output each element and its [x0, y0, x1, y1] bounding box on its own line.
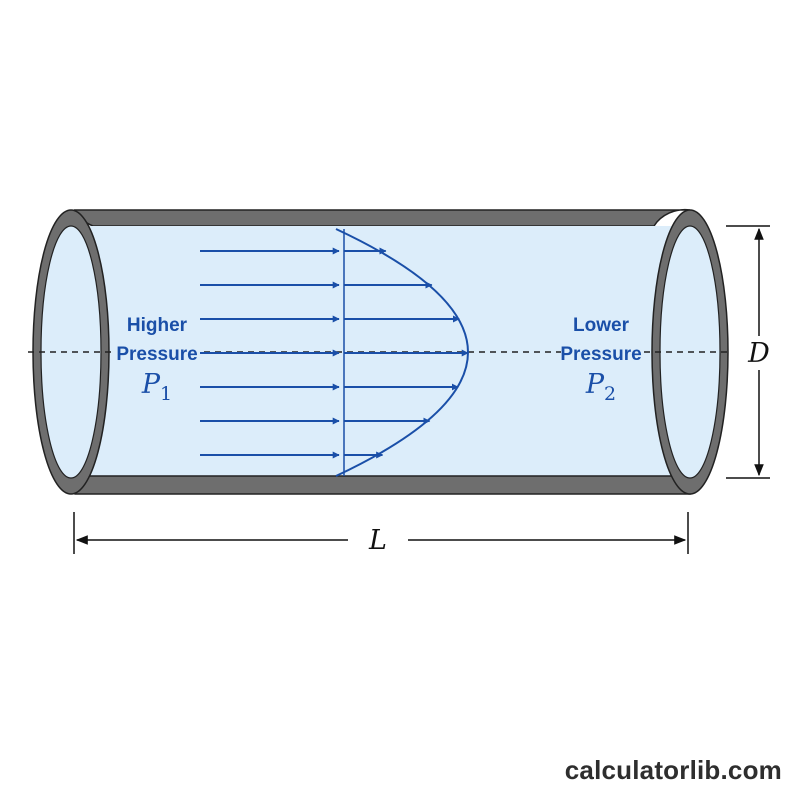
diameter-label: D	[747, 338, 770, 369]
uniform-flow-arrows	[200, 247, 340, 459]
outlet-label-line2: Pressure	[560, 344, 641, 365]
diameter-dimension: D	[726, 225, 776, 479]
outlet-symbol: P	[585, 369, 605, 400]
inlet-symbol: P	[141, 369, 161, 400]
length-label: L	[368, 525, 387, 556]
inlet-label-line1: Higher	[127, 315, 188, 336]
inlet-label-line2: Pressure	[116, 344, 197, 365]
pipe-bottom-wall	[69, 475, 691, 495]
length-dimension: L	[73, 512, 689, 556]
inlet-pressure-symbol: P1	[141, 369, 172, 405]
inlet-label: Higher Pressure P1	[116, 315, 200, 405]
watermark-text: calculatorlib.com	[564, 755, 782, 785]
pipe-top-wall	[73, 208, 691, 227]
outlet-label: Lower Pressure P2	[560, 315, 643, 405]
outlet-label-line1: Lower	[573, 315, 630, 336]
inlet-subscript: 1	[160, 383, 172, 405]
outlet-pressure-symbol: P2	[585, 369, 616, 405]
outlet-subscript: 2	[604, 383, 616, 405]
velocity-profile	[335, 228, 469, 477]
